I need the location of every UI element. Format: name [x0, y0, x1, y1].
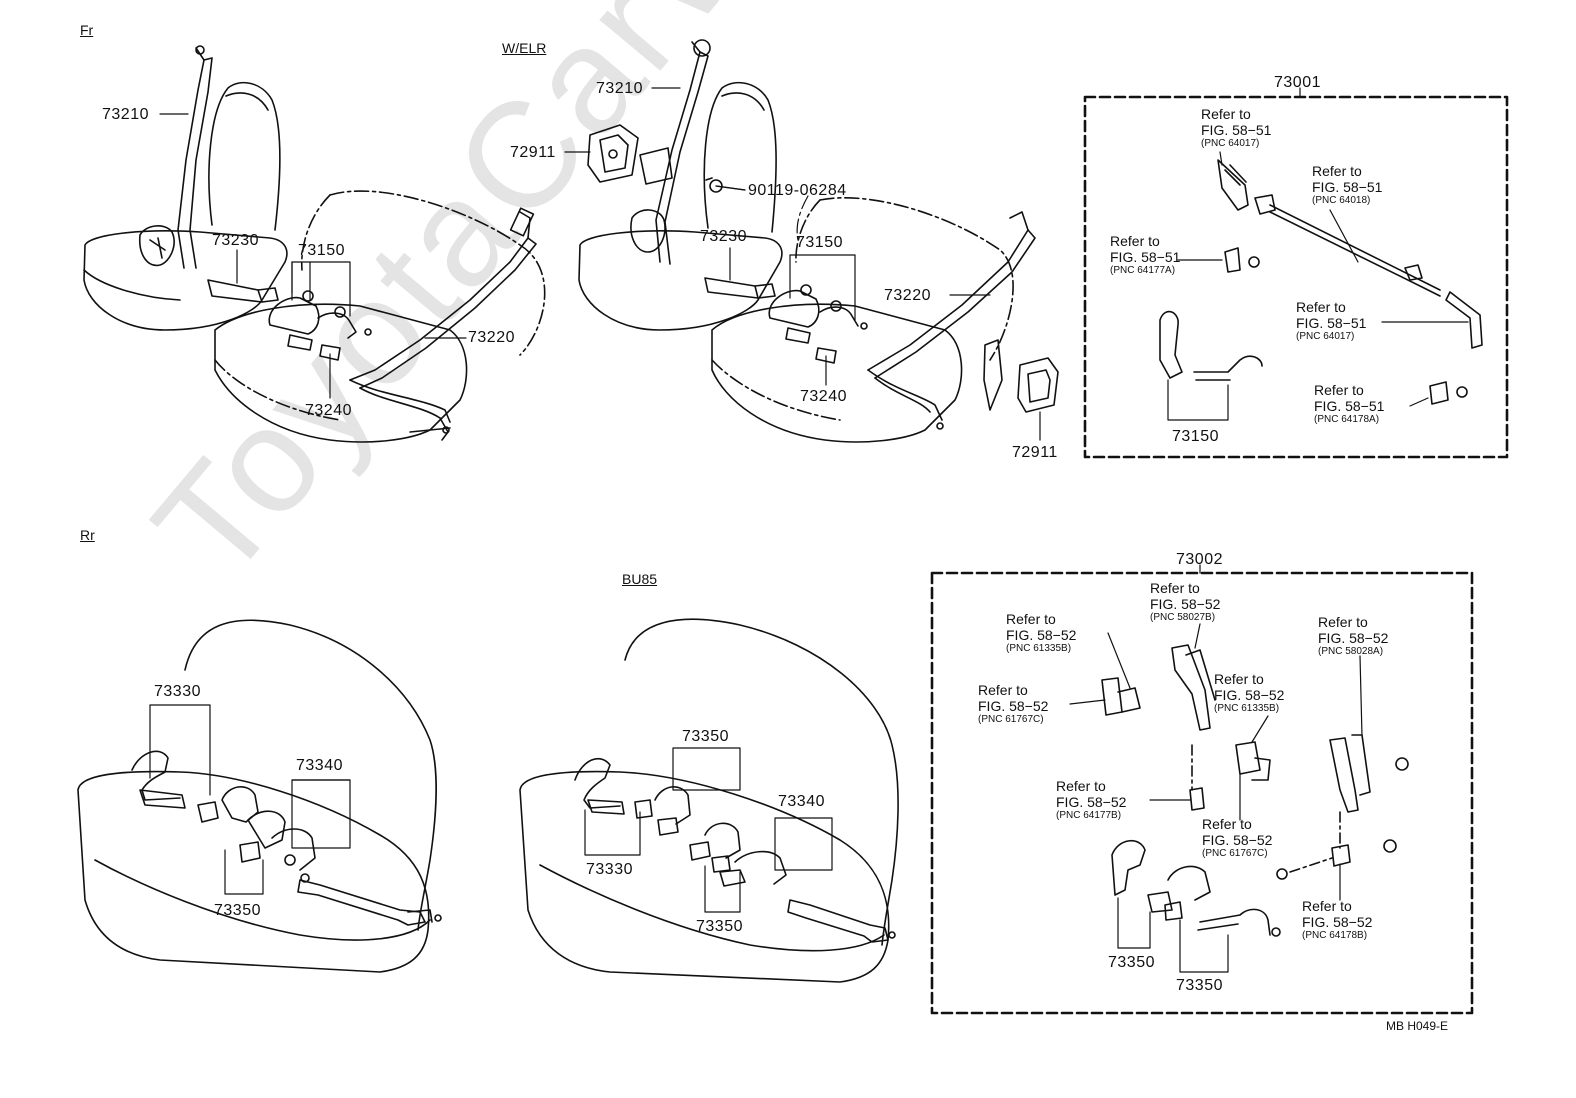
kit-73001-frame [1083, 87, 1509, 459]
rear-leader-lines [149, 704, 351, 895]
kit-73002-frame [930, 564, 1474, 1015]
bu85-seat-illustration [519, 618, 899, 983]
bu85-part-73350: 73350 [682, 728, 729, 745]
welr-part-72911: 72911 [510, 144, 556, 161]
welr-part-72911-cover: 72911 [1012, 444, 1058, 461]
fr-part-73220: 73220 [468, 329, 515, 346]
rr-part-73350: 73350 [214, 902, 261, 919]
rear-seat-illustration [77, 619, 442, 973]
section-welr-label: W/ELR [502, 40, 547, 56]
kit-73002-leader-lines [1069, 623, 1363, 973]
welr-part-73150: 73150 [796, 234, 843, 251]
bu85-part-73350-b: 73350 [696, 918, 743, 935]
kit-73002-title: 73002 [1176, 551, 1223, 568]
diagram-code: MB H049-E [1386, 1019, 1449, 1033]
front-leader-lines [159, 113, 467, 399]
rr-part-73330: 73330 [154, 683, 201, 700]
bu85-leader-lines [584, 747, 833, 913]
welr-seat-illustration [578, 39, 1059, 443]
kit-73001-leader-lines [1167, 151, 1469, 421]
welr-part-90119-06284: 90119-06284 [748, 182, 847, 199]
welr-part-73220: 73220 [884, 287, 931, 304]
section-fr-label: Fr [80, 22, 94, 38]
bu85-part-73340: 73340 [778, 793, 825, 810]
section-bu85-label: BU85 [622, 571, 658, 587]
fr-part-73150: 73150 [298, 242, 345, 259]
fr-part-73240: 73240 [305, 402, 352, 419]
kit-73001-title: 73001 [1274, 74, 1321, 91]
bu85-part-73330: 73330 [586, 861, 633, 878]
fr-part-73210: 73210 [102, 106, 149, 123]
welr-part-73230: 73230 [700, 228, 747, 245]
welr-part-73240: 73240 [800, 388, 847, 405]
welr-part-73210: 73210 [596, 80, 643, 97]
welr-leader-lines [564, 87, 1041, 441]
fr-part-73230: 73230 [212, 232, 259, 249]
kit1-part-73150: 73150 [1172, 428, 1219, 445]
kit2-part-73350-b: 73350 [1176, 977, 1223, 994]
kit2-part-73350: 73350 [1108, 954, 1155, 971]
section-rr-label: Rr [80, 527, 95, 543]
front-seat-illustration [83, 45, 546, 443]
rr-part-73340: 73340 [296, 757, 343, 774]
